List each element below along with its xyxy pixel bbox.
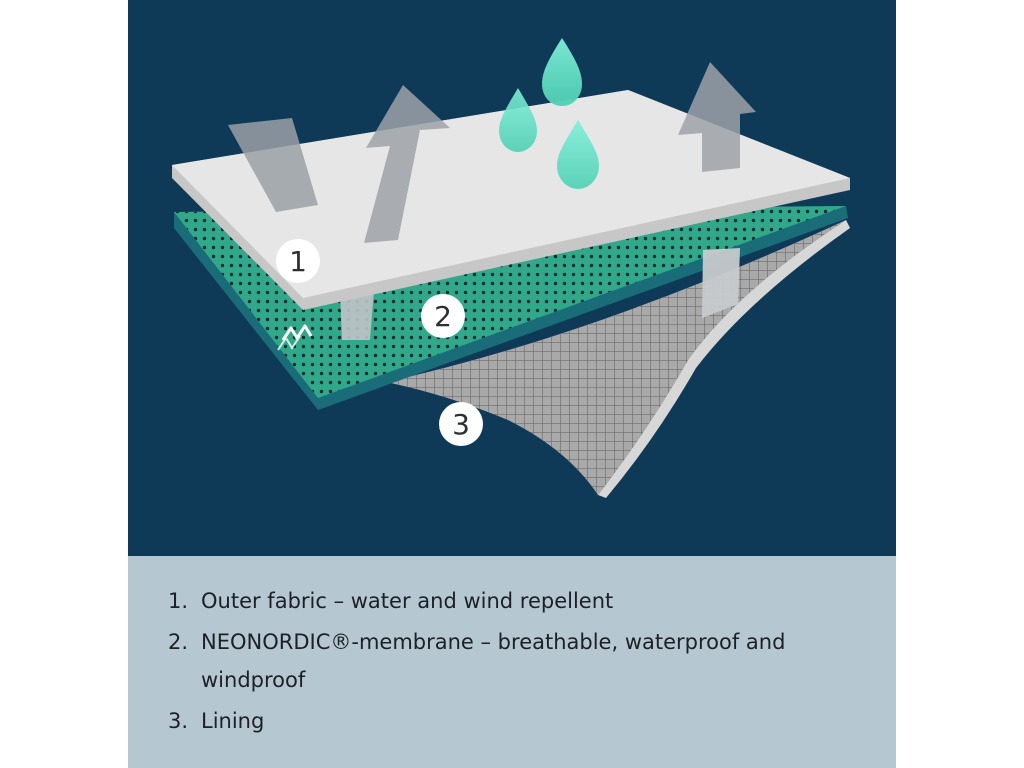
legend-item-lining: 3. Lining xyxy=(168,702,868,740)
brand-logo-icon xyxy=(281,324,313,341)
legend-item-outer-fabric: 1. Outer fabric – water and wind repelle… xyxy=(168,582,868,620)
legend-panel: 1. Outer fabric – water and wind repelle… xyxy=(128,556,896,768)
fabric-layers-illustration: 1 2 3 xyxy=(128,0,896,556)
legend-item-number: 1. xyxy=(168,589,189,613)
layer-badge-2-label: 2 xyxy=(434,300,452,333)
outer-fabric-layer xyxy=(172,90,850,310)
legend-item-number: 2. xyxy=(168,630,189,654)
fabric-layers-diagram: 1 2 3 xyxy=(172,38,850,498)
vapor-arrow-lower-right xyxy=(702,248,740,318)
layer-badge-3: 3 xyxy=(439,402,483,446)
legend-item-number: 3. xyxy=(168,709,189,733)
vapor-arrow-lower-left xyxy=(340,290,374,340)
vapor-arrow-large-icon xyxy=(364,85,450,243)
legend-item-membrane: 2. NEONORDIC®-membrane – breathable, wat… xyxy=(168,623,868,699)
layer-badge-1: 1 xyxy=(276,239,320,283)
water-droplets-icon xyxy=(499,38,599,189)
legend-item-text: NEONORDIC®-membrane – breathable, waterp… xyxy=(201,630,786,692)
legend-item-text: Outer fabric – water and wind repellent xyxy=(201,589,614,613)
wind-arrow-icon xyxy=(228,118,318,212)
product-info-card: 1 2 3 1. Outer fabric – water and wind r… xyxy=(128,0,896,768)
vapor-arrow-right-icon xyxy=(678,62,756,172)
layer-badge-2: 2 xyxy=(421,294,465,338)
legend-item-text: Lining xyxy=(201,709,265,733)
layer-badge-3-label: 3 xyxy=(452,408,470,441)
layer-badge-1-label: 1 xyxy=(289,245,307,278)
legend-list: 1. Outer fabric – water and wind repelle… xyxy=(168,582,868,743)
